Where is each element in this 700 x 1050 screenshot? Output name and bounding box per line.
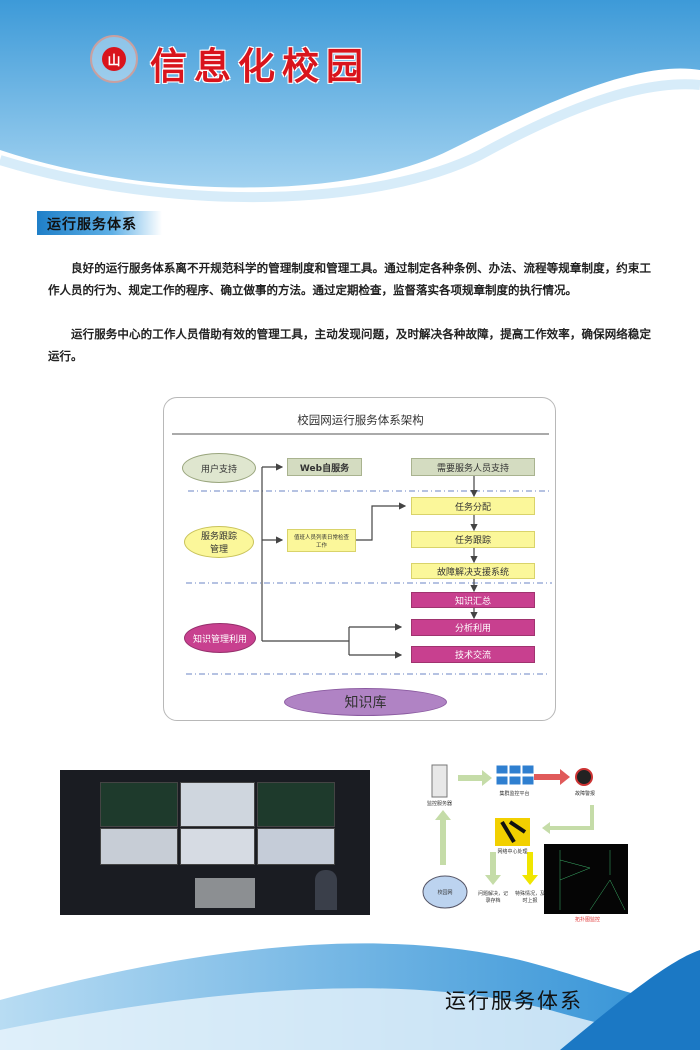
- fault-support-node: 故障解决支援系统: [411, 563, 535, 579]
- web-self-service-node: Web自服务: [287, 458, 362, 476]
- radiator: [195, 878, 255, 908]
- flow-graphics: [422, 764, 628, 914]
- logo-title: 信息化校园: [150, 44, 370, 88]
- server-label: 监控服务器: [426, 801, 452, 807]
- architecture-diagram: 校园网运行服务体系架构 用户支持 Web自服务 需要服务人员支持 任务分配 服务…: [163, 397, 556, 721]
- operator-person: [315, 870, 337, 910]
- monitoring-flow-diagram: 监控服务器 集群监控平台 故障警报 网络中心处理 问题解决，记录存档 特殊情况，…: [410, 750, 640, 930]
- screen: [180, 828, 255, 865]
- knowledge-collect-node: 知识汇总: [411, 592, 535, 608]
- school-seal-logo: 山: [90, 35, 138, 83]
- screen: [100, 782, 178, 827]
- task-assign-node: 任务分配: [411, 497, 535, 515]
- analysis-node: 分析利用: [411, 619, 535, 636]
- monitoring-room-photo: [60, 770, 370, 915]
- user-support-node: 用户支持: [182, 453, 256, 483]
- diagram-connectors: [172, 433, 552, 675]
- campus-net-label: 校园网: [437, 890, 453, 896]
- section-title: 运行服务体系: [37, 211, 162, 235]
- knowledge-base-node: 知识库: [284, 688, 447, 716]
- daily-check-node: 值班人员列表日常检查工作: [287, 529, 356, 552]
- task-track-node: 任务跟踪: [411, 531, 535, 548]
- knowledge-mgmt-node: 知识管理利用: [184, 623, 256, 653]
- topology-label: 拓扑图监控: [574, 917, 600, 923]
- alarm-label: 故障警报: [574, 791, 595, 797]
- tech-exchange-node: 技术交流: [411, 646, 535, 663]
- platform-label: 集群监控平台: [499, 791, 530, 797]
- diagram-title: 校园网运行服务体系架构: [297, 413, 424, 427]
- resolve-label: 问题解决，记录存档: [478, 891, 509, 904]
- screen: [257, 828, 335, 865]
- screen: [180, 782, 255, 827]
- paragraph-2: 运行服务中心的工作人员借助有效的管理工具，主动发现问题，及时解决各种故障，提高工…: [48, 327, 651, 363]
- paragraph-1: 良好的运行服务体系离不开规范科学的管理制度和管理工具。通过制定各种条例、办法、流…: [48, 261, 651, 297]
- center-label: 网络中心处理: [497, 849, 528, 855]
- footer-title: 运行服务体系: [445, 989, 583, 1013]
- need-staff-node: 需要服务人员支持: [411, 458, 535, 476]
- screen: [100, 828, 178, 865]
- report-label: 特殊情况，及时上报: [515, 891, 546, 904]
- screen: [257, 782, 335, 827]
- seal-emblem: 山: [102, 47, 126, 71]
- service-tracking-node: 服务跟踪管理: [184, 526, 254, 558]
